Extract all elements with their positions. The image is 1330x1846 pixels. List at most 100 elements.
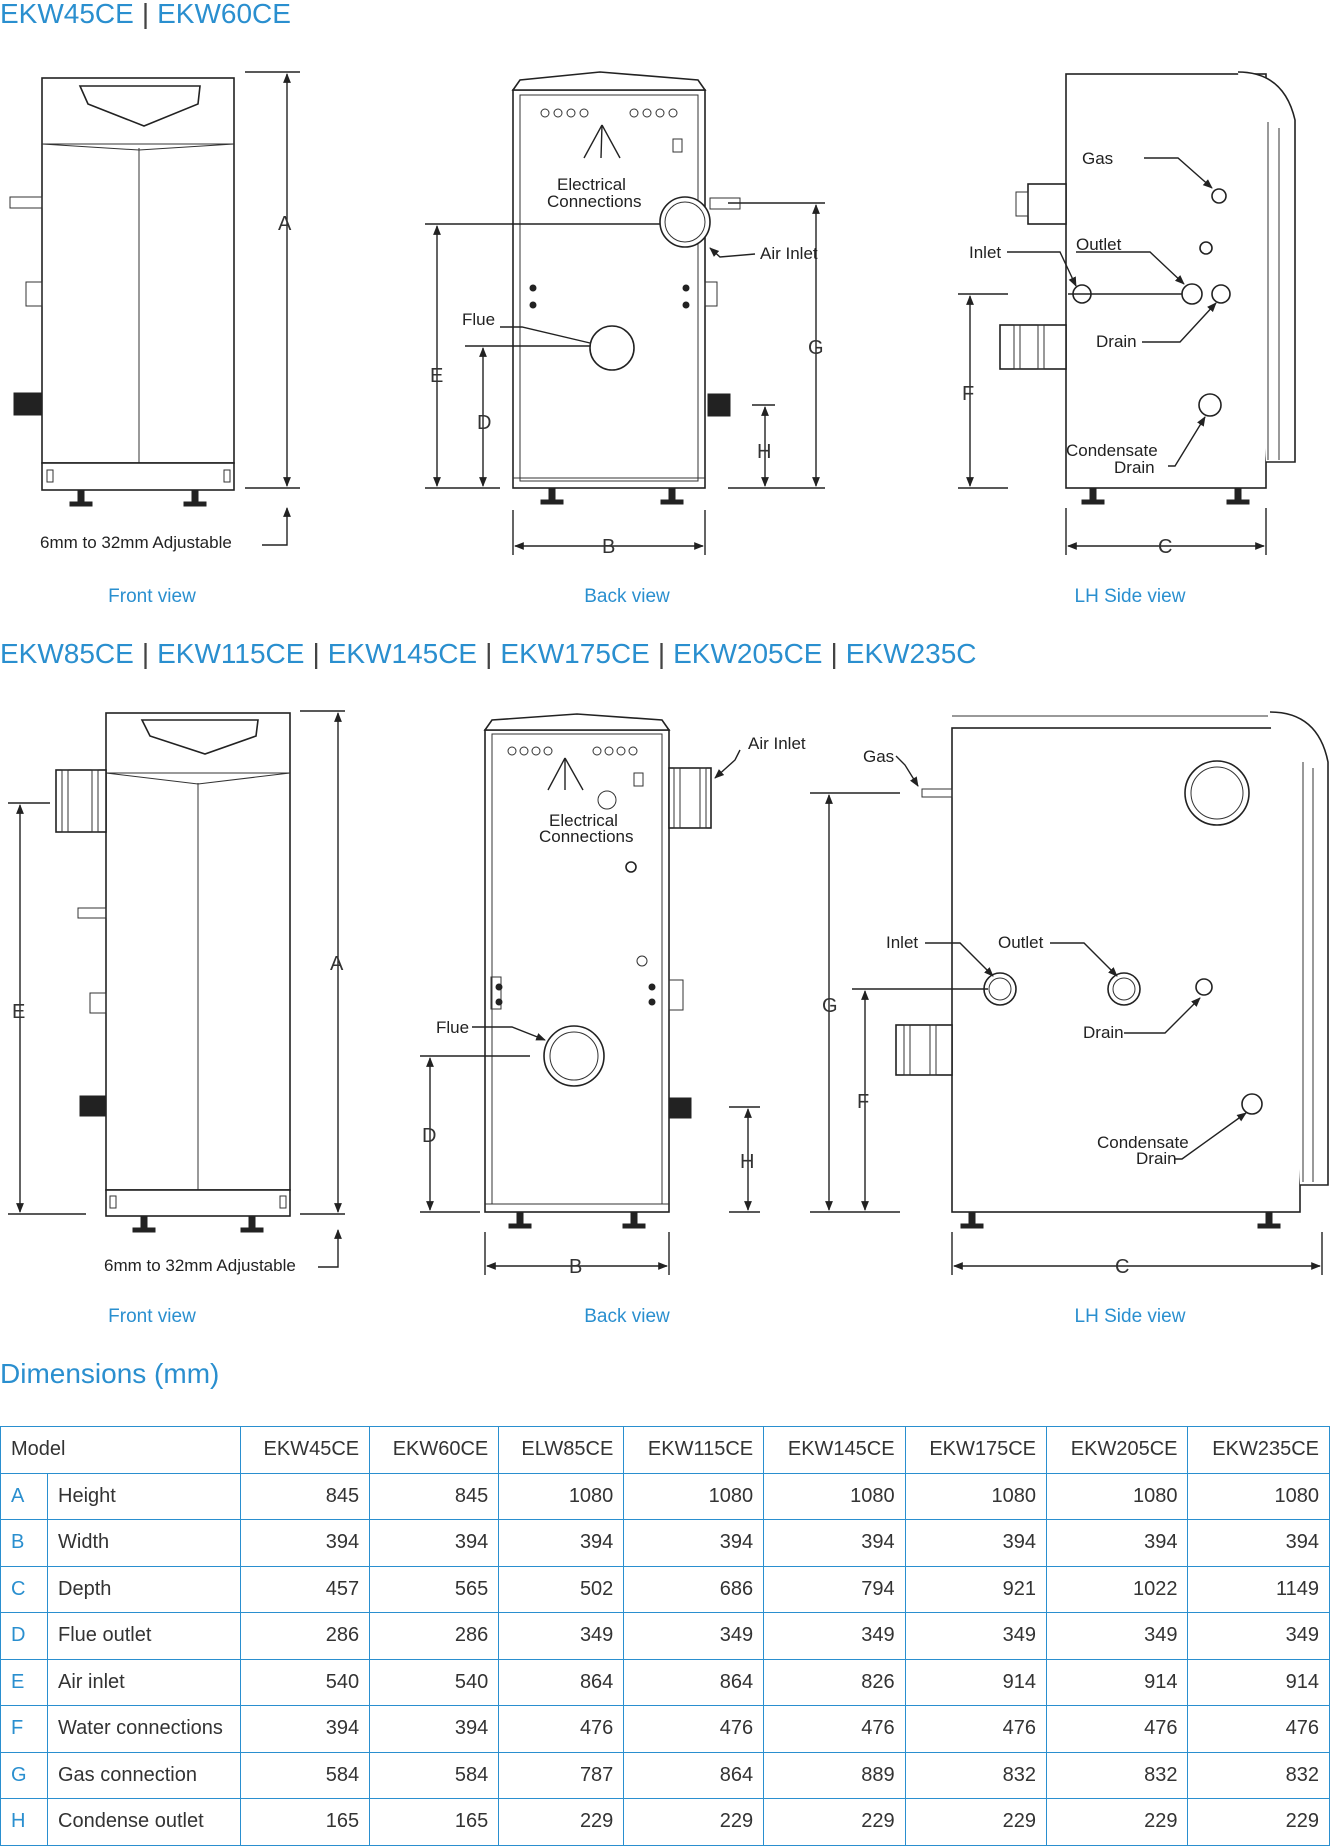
table-header-cell: EKW235CE [1187,1426,1330,1474]
table-cell: 286 [239,1612,371,1660]
table-cell: 394 [763,1519,906,1567]
table-cell: 394 [239,1519,371,1567]
table-cell: 1080 [623,1472,765,1520]
row-letter: G [0,1751,48,1799]
side-view-2 [810,711,1329,1275]
condensate-label: Condensate [1066,441,1158,460]
table-cell: 229 [1046,1798,1189,1846]
table-header-cell: EKW115CE [623,1426,765,1474]
dim-label: A [278,213,292,235]
row-name: Gas connection [47,1751,241,1799]
table-cell: 864 [498,1658,625,1706]
table-cell: 1080 [498,1472,625,1520]
model-title: EKW85CE [0,638,134,669]
flue-label: Flue [462,310,495,329]
back-view-1 [425,71,825,555]
table-cell: 394 [498,1519,625,1567]
table-cell: 349 [763,1612,906,1660]
table-cell: 914 [1046,1658,1189,1706]
table-header-cell: EKW175CE [904,1426,1048,1474]
table-cell: 229 [1187,1798,1330,1846]
condensate-label: Condensate [1097,1133,1189,1152]
row-name: Condense outlet [47,1798,241,1846]
electrical-label: Electrical [549,811,618,830]
adjustable-label: 6mm to 32mm Adjustable [40,533,232,552]
gas-label: Gas [1082,149,1113,168]
table-cell: 832 [904,1751,1048,1799]
dim-label: H [740,1151,754,1173]
table-cell: 349 [904,1612,1048,1660]
table-cell: 826 [763,1658,906,1706]
table-cell: 1149 [1187,1565,1330,1613]
caption-side: LH Side view [1075,1306,1186,1327]
table-cell: 584 [369,1751,500,1799]
table-header-cell: EKW145CE [763,1426,906,1474]
caption-back: Back view [584,1306,670,1327]
model-title: EKW115CE [157,638,305,669]
dimensions-title: Dimensions (mm) [0,1358,220,1389]
electrical-label: Connections [539,827,634,846]
dim-label: D [422,1125,436,1147]
model-title: EKW235C [845,638,977,669]
table-cell: 349 [1187,1612,1330,1660]
table-cell: 394 [239,1705,371,1753]
section2-heading: EKW85CE|EKW115CE|EKW145CE|EKW175CE|EKW20… [0,638,977,670]
dim-label: B [602,536,615,558]
table-cell: 229 [498,1798,625,1846]
table-row: D Flue outlet 286 286 349 349 349 349 34… [0,1612,1330,1660]
row-letter: F [0,1705,48,1753]
section1-heading: EKW45CE|EKW60CE [0,0,291,30]
dimensions-table: Model EKW45CE EKW60CE ELW85CE EKW115CE E… [0,1426,1330,1846]
electrical-label: Electrical [557,175,626,194]
table-cell: 229 [623,1798,765,1846]
table-cell: 229 [763,1798,906,1846]
separator: | [657,638,666,669]
table-cell: 394 [369,1705,500,1753]
caption-side: LH Side view [1075,586,1186,607]
table-row: E Air inlet 540 540 864 864 826 914 914 … [0,1658,1330,1706]
table-cell: 686 [623,1565,765,1613]
row-name: Width [47,1519,241,1567]
table-header-row: Model EKW45CE EKW60CE ELW85CE EKW115CE E… [0,1426,1330,1474]
table-cell: 394 [1046,1519,1189,1567]
dim-label: C [1158,536,1172,558]
electrical-label: Connections [547,192,642,211]
dim-label: E [12,1001,25,1023]
flue-label: Flue [436,1018,469,1037]
caption-front: Front view [108,1306,196,1327]
model-title: EKW60CE [157,0,291,29]
table-cell: 787 [498,1751,625,1799]
table-cell: 1080 [1046,1472,1189,1520]
table-cell: 540 [239,1658,371,1706]
table-header-cell: EKW60CE [369,1426,500,1474]
outlet-label: Outlet [1076,235,1122,254]
separator: | [485,638,493,669]
table-cell: 845 [239,1472,371,1520]
drawings: A 6mm to 32mm Adjustable [8,71,1329,1327]
table-cell: 476 [1187,1705,1330,1753]
table-cell: 394 [369,1519,500,1567]
dim-label: A [330,953,344,975]
separator: | [830,638,838,669]
table-cell: 165 [239,1798,371,1846]
row-letter: E [0,1658,48,1706]
table-cell: 845 [369,1472,500,1520]
separator: | [312,638,320,669]
row-name: Depth [47,1565,241,1613]
side-view-1 [958,71,1296,555]
table-cell: 349 [623,1612,765,1660]
table-cell: 286 [369,1612,500,1660]
dim-label: G [808,337,824,359]
drain-label: Drain [1096,332,1137,351]
table-cell: 476 [498,1705,625,1753]
table-cell: 864 [623,1751,765,1799]
table-row: F Water connections 394 394 476 476 476 … [0,1705,1330,1753]
table-cell: 914 [904,1658,1048,1706]
row-letter: B [0,1519,48,1567]
model-title: EKW145CE [327,638,478,669]
table-row: B Width 394 394 394 394 394 394 394 394 [0,1519,1330,1567]
dim-label: F [857,1091,869,1113]
table-cell: 502 [498,1565,625,1613]
table-cell: 349 [1046,1612,1189,1660]
row-name: Air inlet [47,1658,241,1706]
